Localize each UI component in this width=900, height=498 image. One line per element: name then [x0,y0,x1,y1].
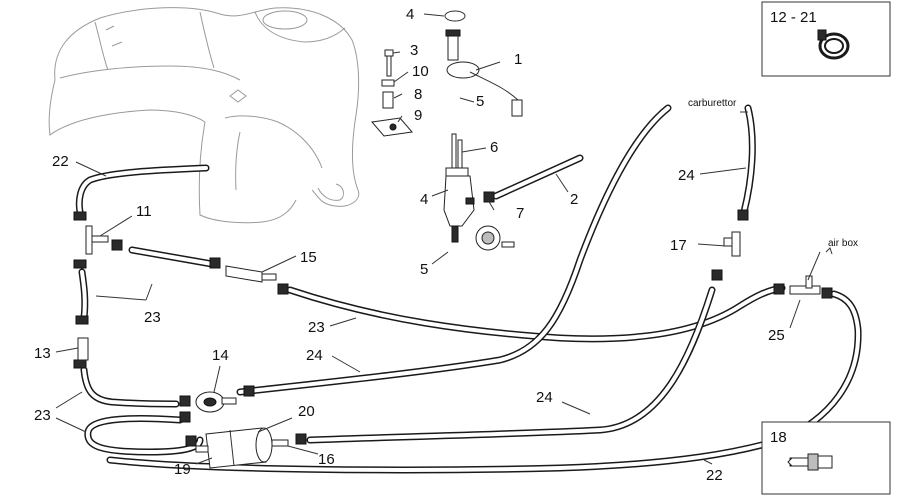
hose-clamp-icon [73,191,833,447]
vent-valve-icon [195,391,237,413]
carburettor-label: carburettor [688,98,737,109]
callout-5-upper: 5 [476,93,484,110]
callout-19: 19 [174,461,191,478]
hose-23-long-to-carb [286,284,786,343]
fitting-17 [723,231,741,257]
inset-clamp-range-label: 12 - 21 [770,9,817,26]
callout-23-mid: 23 [308,319,325,336]
inline-fitting-15 [225,265,277,283]
fuel-tap-icon [443,133,515,251]
callout-22-bottom: 22 [706,467,723,484]
fuel-tank-outline-icon [48,7,360,224]
callout-3: 3 [410,42,418,59]
callout-4-tap: 4 [420,191,428,208]
callout-2: 2 [570,191,578,208]
callout-13: 13 [34,345,51,362]
fitting-25 [789,275,821,295]
bracket-9 [371,117,413,137]
hose-23-loop-left [80,366,180,408]
callout-22-top: 22 [52,153,69,170]
fuel-level-sender [444,10,523,117]
hose-23-short-upper [78,268,89,322]
fuel-filter-icon [195,427,289,469]
hose-23-bottom-loop [84,415,204,456]
t-fitting-11 [85,225,109,255]
callout-4-top: 4 [406,6,414,23]
hose-15-run [128,246,216,268]
callout-9: 9 [414,107,422,124]
callout-23-left: 23 [144,309,161,326]
bolt-3 [384,49,394,77]
callout-20: 20 [298,403,315,420]
callout-23-bottom: 23 [34,407,51,424]
hose-24-right-vertical [740,104,756,216]
callout-7: 7 [516,205,524,222]
callout-17: 17 [670,237,687,254]
air-box-label: air box [828,238,858,249]
hose-clamp-detail-icon [817,29,850,60]
callout-24-right: 24 [678,167,695,184]
air-box-arrow [825,247,833,255]
fitting-13 [77,337,89,361]
callout-14: 14 [212,347,229,364]
hose-24-carburettor-feed [236,104,672,396]
hose-2-from-tap [492,154,584,200]
callout-1: 1 [514,51,522,68]
callout-24-bottom: 24 [536,389,553,406]
hose-22-long-bottom [106,290,862,474]
callout-25: 25 [768,327,785,344]
hose-22-tank-vent [75,164,210,216]
inset-fitting: 18 [761,421,891,495]
spacer-8-10 [381,79,395,109]
callout-10: 10 [412,63,429,80]
callout-11: 11 [136,203,152,220]
callout-24-mid: 24 [306,347,323,364]
inset-fitting-label: 18 [770,429,787,446]
callout-5-lower: 5 [420,261,428,278]
leader-lines [55,13,821,465]
callout-16: 16 [318,451,335,468]
hose-24-long-return [306,286,716,444]
callout-15: 15 [300,249,317,266]
callout-labels: 4 1 3 10 8 9 5 6 4 7 2 5 22 11 23 13 14 … [34,6,785,484]
inset-clamp-range: 12 - 21 [761,1,891,77]
hose-fitting-detail-icon [787,453,833,471]
callout-6: 6 [490,139,498,156]
callout-8: 8 [414,86,422,103]
